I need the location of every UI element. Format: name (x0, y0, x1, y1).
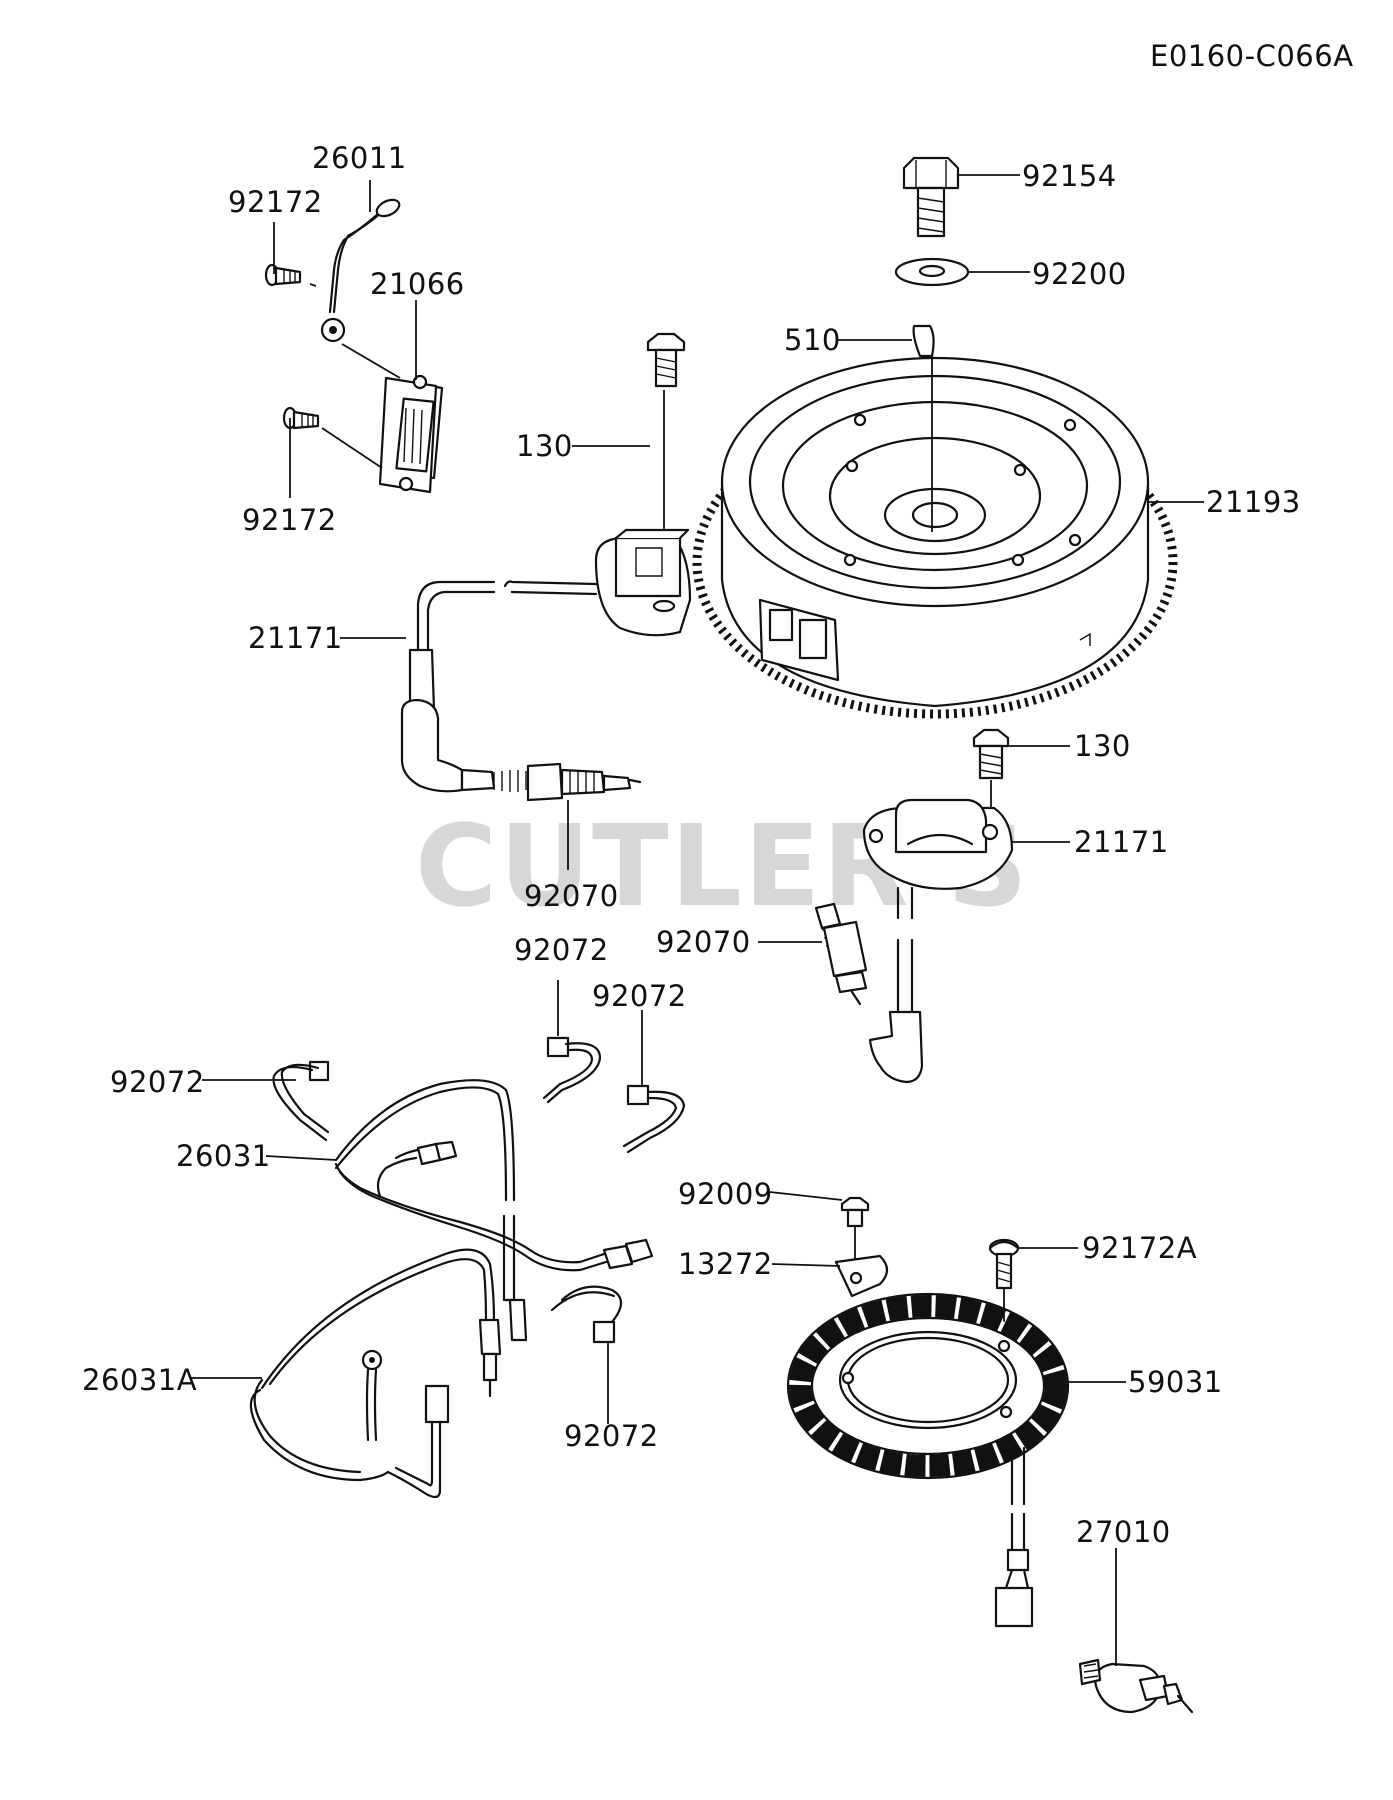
part-130-bolt-right (972, 728, 1010, 780)
leader-lines (190, 174, 1204, 1666)
part-21066-rectifier (378, 374, 444, 494)
part-26031A-harness (249, 1248, 528, 1499)
part-92154-bolt (902, 156, 960, 238)
label-130-top: 130 (516, 429, 573, 463)
part-13272-plate (834, 1254, 889, 1298)
label-21193: 21193 (1206, 485, 1301, 519)
part-92072-clamp-d (550, 1285, 623, 1344)
label-92070-left: 92070 (524, 879, 619, 913)
label-27010: 27010 (1076, 1515, 1171, 1549)
part-59031-connector (994, 1512, 1034, 1628)
label-92172-bottom: 92172 (242, 503, 337, 537)
part-92072-clamp-b (542, 1036, 602, 1104)
label-92072-a: 92072 (514, 933, 609, 967)
label-92172-top: 92172 (228, 185, 323, 219)
label-92200: 92200 (1032, 257, 1127, 291)
part-510-key (912, 324, 935, 358)
part-26031-harness (334, 1079, 654, 1302)
part-21171-ignition-coil-left (594, 528, 692, 637)
part-130-bolt-top (646, 332, 686, 388)
part-92172A-screw (988, 1238, 1020, 1290)
label-92009: 92009 (678, 1177, 773, 1211)
label-21066: 21066 (370, 267, 465, 301)
label-26031: 26031 (176, 1139, 271, 1173)
label-26031A: 26031A (82, 1363, 197, 1397)
part-92200-washer (894, 257, 970, 287)
diagram-code: E0160-C066A (1150, 39, 1354, 73)
part-92070-spark-plug-right (814, 902, 868, 1006)
label-92072-d: 92072 (564, 1419, 659, 1453)
label-21171-right: 21171 (1074, 825, 1169, 859)
label-510: 510 (784, 323, 841, 357)
label-130-right: 130 (1074, 729, 1131, 763)
part-92072-clamp-a (272, 1060, 330, 1142)
label-92154: 92154 (1022, 159, 1117, 193)
part-92072-clamp-c (622, 1084, 686, 1154)
part-26011-ground-lead (320, 198, 401, 343)
label-92172A: 92172A (1082, 1231, 1197, 1265)
part-59031-stator (786, 1292, 1070, 1506)
label-13272: 13272 (678, 1247, 773, 1281)
label-92072-b: 92072 (592, 979, 687, 1013)
part-21171-lead-wire (400, 580, 598, 793)
part-21193-flywheel (692, 356, 1178, 719)
label-21171-left: 21171 (248, 621, 343, 655)
part-27010-oil-switch (1078, 1658, 1194, 1714)
part-92172-screw-top (264, 263, 302, 287)
part-21171-ignition-coil-right (862, 798, 1014, 1084)
label-92070-right: 92070 (656, 925, 751, 959)
label-59031: 59031 (1128, 1365, 1223, 1399)
label-92072-c: 92072 (110, 1065, 205, 1099)
part-92070-spark-plug-left (460, 762, 642, 802)
part-92009-screw (840, 1196, 870, 1228)
label-26011: 26011 (312, 141, 407, 175)
